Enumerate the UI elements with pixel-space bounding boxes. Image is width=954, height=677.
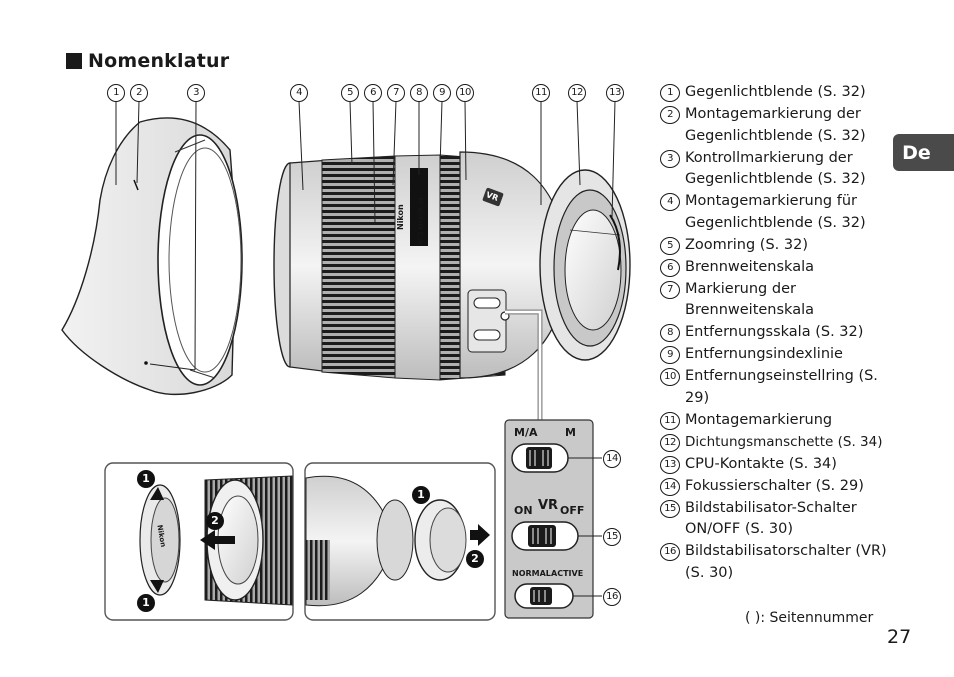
callout-2: 2 bbox=[130, 84, 148, 102]
step-marker-left-2: 2 bbox=[206, 512, 224, 530]
step-marker-right-1: 1 bbox=[412, 486, 430, 504]
vr-switch-center-label: VR bbox=[538, 498, 559, 513]
lens-brand-text: Nikon bbox=[396, 204, 405, 230]
vr-mode-active-label: ACTIVE bbox=[551, 569, 584, 578]
focus-switch-left-label: M/A bbox=[514, 426, 538, 439]
front-cap-box bbox=[104, 462, 294, 621]
leader-lines bbox=[115, 100, 616, 371]
step-marker-left-1: 1 bbox=[137, 470, 155, 488]
lens-body bbox=[273, 151, 571, 381]
callout-6: 6 bbox=[364, 84, 382, 102]
callout-14: 14 bbox=[603, 450, 621, 468]
switch-detail-panel bbox=[504, 419, 602, 619]
rear-cap-box bbox=[304, 462, 496, 621]
focus-switch-right-label: M bbox=[565, 426, 576, 439]
vr-switch-on-label: ON bbox=[514, 504, 533, 517]
callout-7: 7 bbox=[387, 84, 405, 102]
lens-rear-mount bbox=[539, 169, 631, 361]
callout-13: 13 bbox=[606, 84, 624, 102]
callout-5: 5 bbox=[341, 84, 359, 102]
vr-switch-off-label: OFF bbox=[560, 504, 585, 517]
callout-10: 10 bbox=[456, 84, 474, 102]
page-title: Nomenklatur bbox=[88, 50, 230, 72]
lens-hood bbox=[61, 117, 243, 396]
vr-mode-normal-label: NORMAL bbox=[512, 569, 551, 578]
callout-15: 15 bbox=[603, 528, 621, 546]
callout-1: 1 bbox=[107, 84, 125, 102]
lens-model-text: AF-S NIKKOR 24- bbox=[418, 195, 425, 245]
callout-12: 12 bbox=[568, 84, 586, 102]
callout-11: 11 bbox=[532, 84, 550, 102]
callout-16: 16 bbox=[603, 588, 621, 606]
title-square-bullet bbox=[66, 53, 82, 69]
callout-4: 4 bbox=[290, 84, 308, 102]
section-title: Nomenklatur bbox=[66, 50, 229, 72]
callout-3: 3 bbox=[187, 84, 205, 102]
language-tab[interactable]: De bbox=[893, 134, 954, 171]
switch-connector bbox=[500, 309, 543, 422]
step-marker-right-2: 2 bbox=[466, 550, 484, 568]
page-number: 27 bbox=[887, 626, 912, 648]
callout-9: 9 bbox=[433, 84, 451, 102]
callout-8: 8 bbox=[410, 84, 428, 102]
step-marker-left-3: 1 bbox=[137, 594, 155, 612]
page-reference-note: ( ): Seitennummer bbox=[745, 610, 874, 626]
